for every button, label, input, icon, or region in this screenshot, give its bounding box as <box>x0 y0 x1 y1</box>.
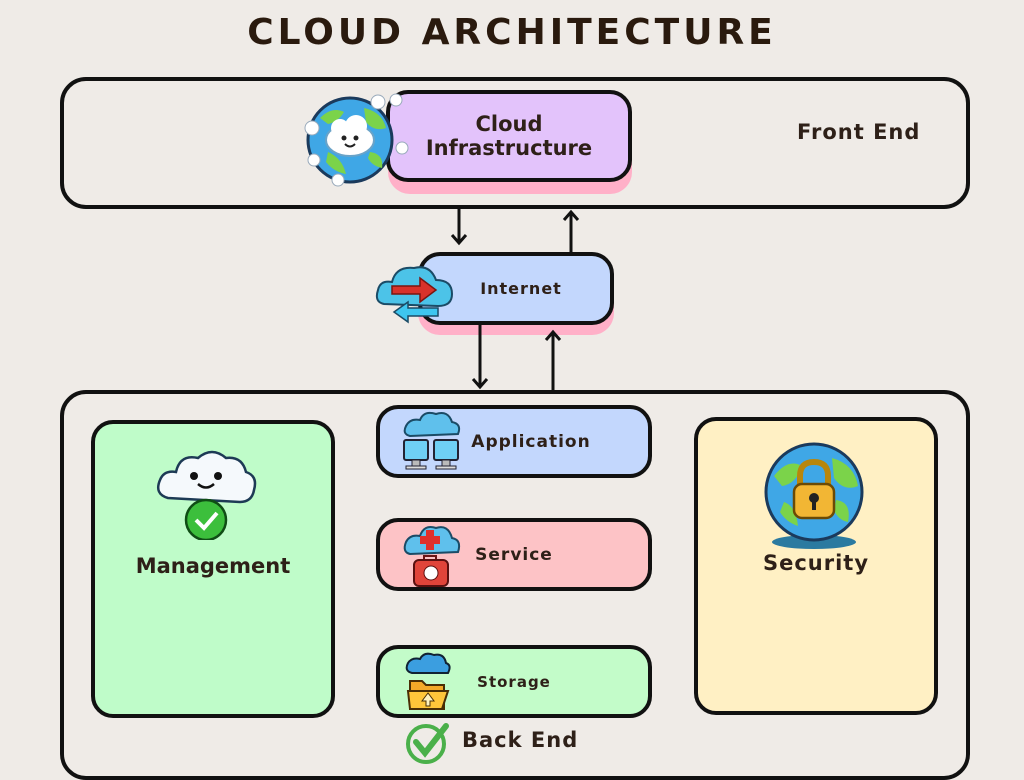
storage-box: Storage <box>376 645 652 718</box>
security-label: Security <box>762 551 870 575</box>
storage-label: Storage <box>477 672 551 691</box>
front-end-frame <box>60 77 970 209</box>
arrow-down-internet-to-backend <box>470 324 490 392</box>
smiling-earth-cloud-icon <box>298 88 410 188</box>
cloud-infrastructure-label-line1: Cloud <box>475 112 543 136</box>
cloud-computers-icon <box>402 410 462 476</box>
green-check-icon <box>404 720 450 766</box>
globe-padlock-icon <box>762 440 866 552</box>
cloud-infrastructure-label-line2: Infrastructure <box>425 136 593 160</box>
cloud-folder-icon <box>404 651 452 713</box>
application-label: Application <box>471 431 591 452</box>
arrow-up-backend-to-internet <box>543 328 563 394</box>
arrow-up-internet-to-front <box>561 208 581 253</box>
internet-label: Internet <box>480 279 562 298</box>
cloud-check-icon <box>154 444 260 540</box>
cloud-infrastructure-box: Cloud Infrastructure <box>386 90 632 182</box>
diagram-title: CLOUD ARCHITECTURE <box>247 12 777 53</box>
front-end-label: Front End <box>797 120 921 144</box>
management-label: Management <box>135 554 291 578</box>
cloud-medkit-icon <box>402 522 462 590</box>
cloud-exchange-arrows-icon <box>374 256 456 326</box>
arrow-down-front-to-internet <box>449 208 469 248</box>
back-end-label: Back End <box>462 728 579 752</box>
service-label: Service <box>475 544 553 565</box>
